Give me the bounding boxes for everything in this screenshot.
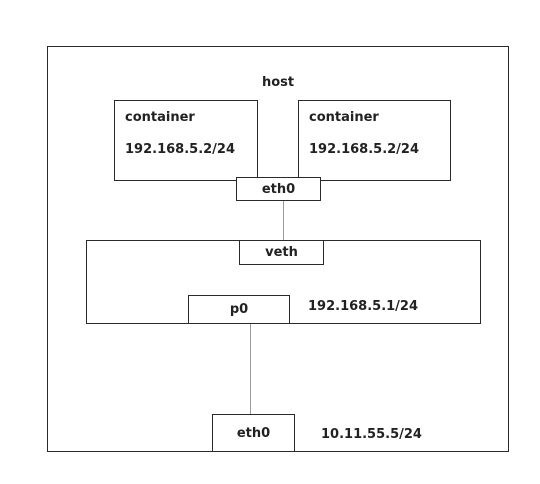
p0-ip: 192.168.5.1/24 (308, 299, 419, 314)
p0-box: p0 (188, 295, 290, 324)
wire-p0-eth0 (250, 324, 251, 415)
host-eth0-box: eth0 (212, 414, 295, 452)
wire-eth0-veth (283, 201, 284, 241)
host-label: host (262, 75, 295, 90)
container-box-1 (114, 100, 258, 181)
container-eth0-box: eth0 (236, 177, 321, 201)
container-ip-2: 192.168.5.2/24 (309, 142, 420, 157)
container-box-2 (298, 100, 451, 181)
veth-box: veth (239, 240, 324, 265)
container-label-2: container (309, 110, 379, 125)
container-ip-1: 192.168.5.2/24 (125, 142, 236, 157)
host-eth0-ip: 10.11.55.5/24 (321, 427, 422, 442)
container-label-1: container (125, 110, 195, 125)
